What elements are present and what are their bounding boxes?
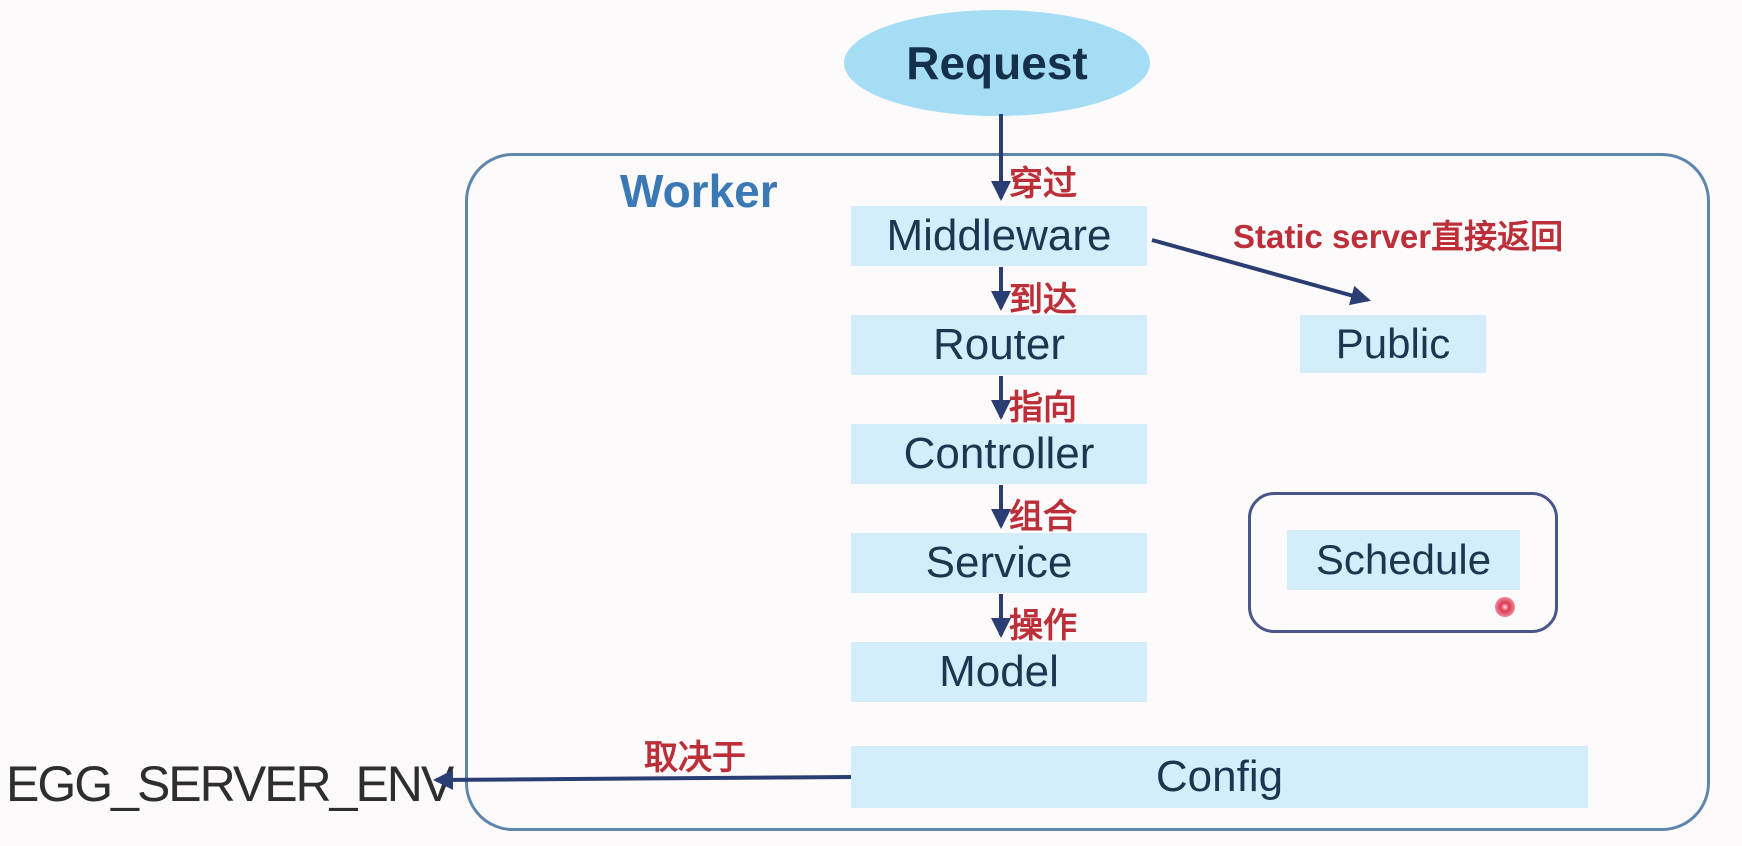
edge-label-operate: 操作 <box>1009 607 1077 645</box>
edge-label-through: 穿过 <box>1009 165 1077 203</box>
service-node: Service <box>851 533 1147 593</box>
egg-server-env-label: EGG_SERVER_ENV <box>6 756 454 812</box>
edge-label-arrive: 到达 <box>1009 281 1077 319</box>
public-node: Public <box>1300 315 1486 373</box>
controller-label: Controller <box>903 429 1095 478</box>
router-label: Router <box>932 320 1066 369</box>
config-label: Config <box>1155 752 1284 801</box>
config-node: Config <box>851 746 1588 808</box>
edge-label-static-server-return: Static server直接返回 <box>1233 218 1564 255</box>
public-label: Public <box>1335 320 1451 367</box>
middleware-node: Middleware <box>851 206 1147 266</box>
model-node: Model <box>851 642 1147 702</box>
edge-label-compose: 组合 <box>1009 498 1077 536</box>
service-label: Service <box>925 538 1073 587</box>
schedule-label: Schedule <box>1315 536 1492 583</box>
model-label: Model <box>939 647 1059 696</box>
edge-label-depends-on: 取决于 <box>644 739 746 777</box>
worker-container-box <box>465 153 1710 831</box>
schedule-node: Schedule <box>1287 530 1520 590</box>
edge-label-point-to: 指向 <box>1009 389 1077 427</box>
laser-pointer-dot-icon <box>1495 597 1515 617</box>
controller-node: Controller <box>851 424 1147 484</box>
worker-label: Worker <box>620 165 778 217</box>
middleware-label: Middleware <box>886 211 1112 260</box>
request-label: Request <box>906 37 1088 89</box>
schedule-frame-box <box>1248 492 1558 633</box>
router-node: Router <box>851 315 1147 375</box>
request-node: Request <box>844 10 1150 116</box>
